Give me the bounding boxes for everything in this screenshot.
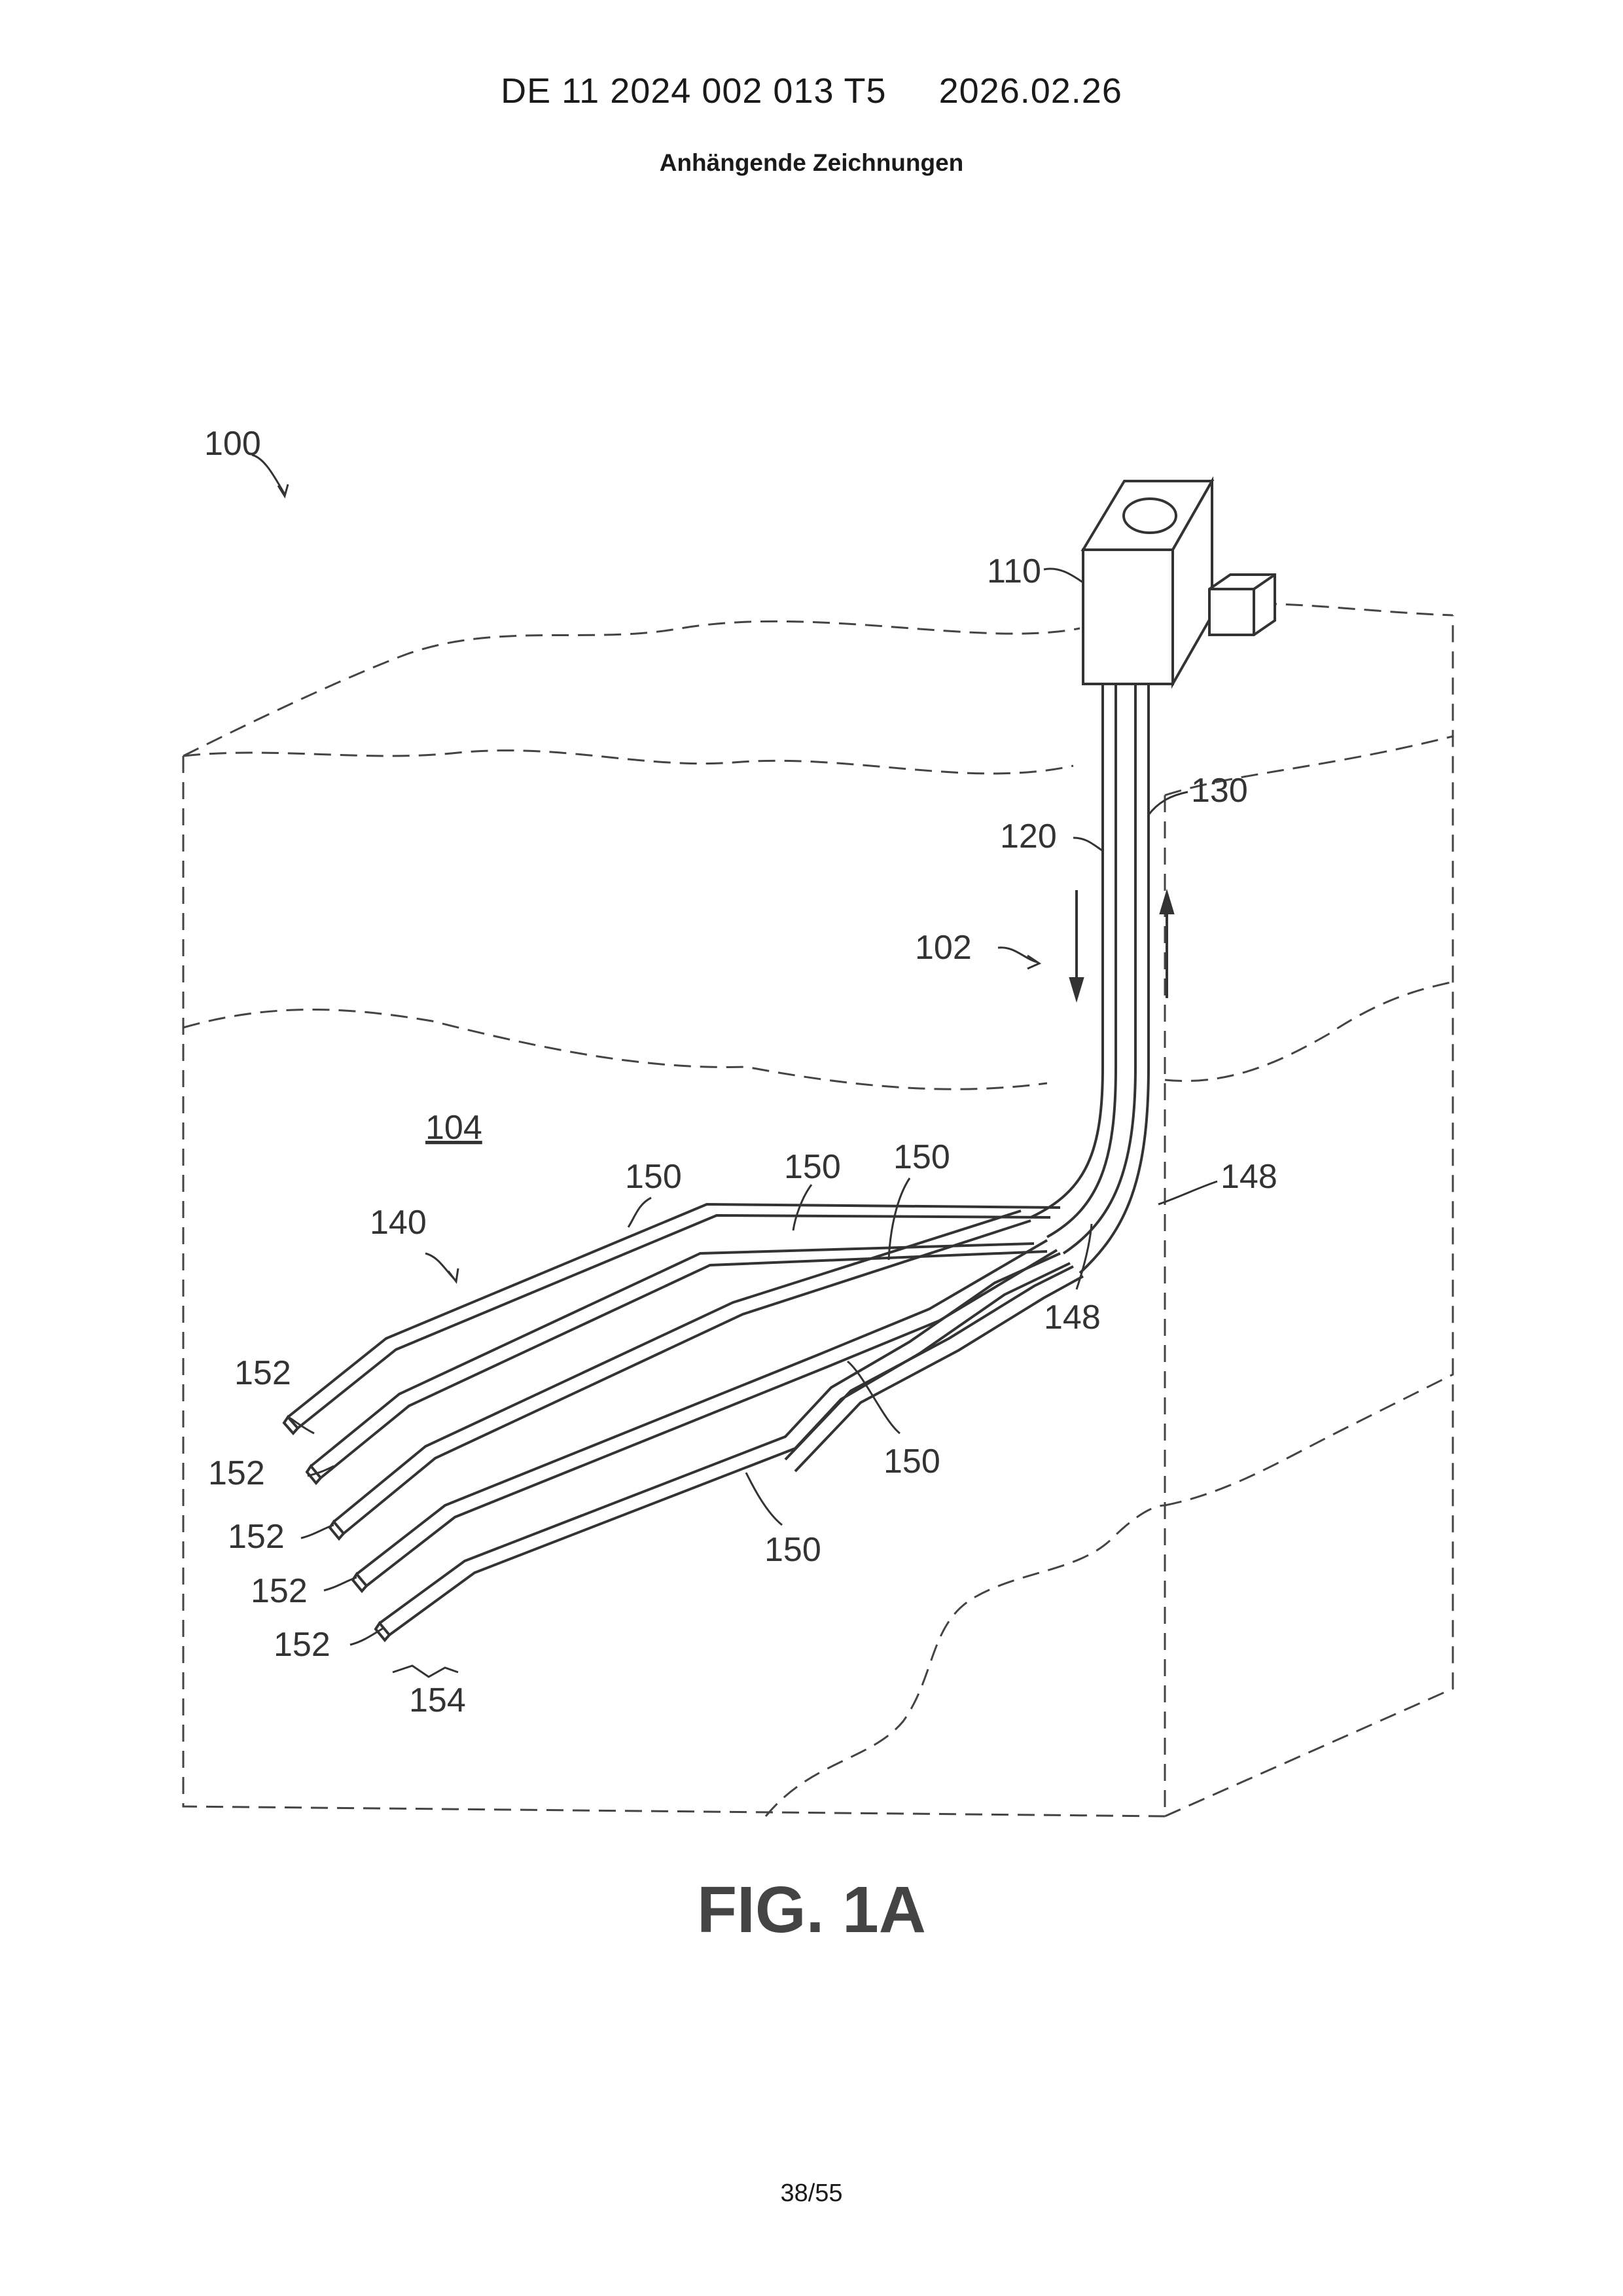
label-152-4: 152 [251, 1572, 308, 1610]
label-130: 130 [1191, 772, 1248, 810]
label-150-1: 150 [625, 1158, 682, 1196]
label-104: 104 [425, 1109, 482, 1147]
label-150-4: 150 [883, 1443, 940, 1480]
label-102: 102 [915, 929, 972, 967]
label-110: 110 [987, 552, 1041, 590]
label-150-3: 150 [893, 1138, 950, 1176]
label-148-b: 148 [1044, 1299, 1101, 1336]
figure-caption: FIG. 1A [697, 1873, 926, 1946]
label-120: 120 [1000, 817, 1057, 855]
label-152-3: 152 [228, 1518, 285, 1556]
flow-arrows [1071, 890, 1173, 998]
page-number: 38/55 [0, 2179, 1623, 2208]
label-150-5: 150 [764, 1531, 821, 1569]
vertical-wells [1031, 684, 1149, 1273]
label-100: 100 [204, 425, 261, 463]
label-152-5: 152 [274, 1626, 330, 1664]
label-152-1: 152 [234, 1354, 291, 1392]
label-152-2: 152 [208, 1454, 265, 1492]
leader-lines [252, 455, 1217, 1677]
label-154: 154 [409, 1681, 466, 1719]
rig-unit [1083, 481, 1275, 684]
lateral-wells [288, 1204, 1083, 1635]
label-148-a: 148 [1221, 1158, 1277, 1196]
label-140: 140 [370, 1204, 427, 1242]
label-150-2: 150 [784, 1148, 841, 1186]
